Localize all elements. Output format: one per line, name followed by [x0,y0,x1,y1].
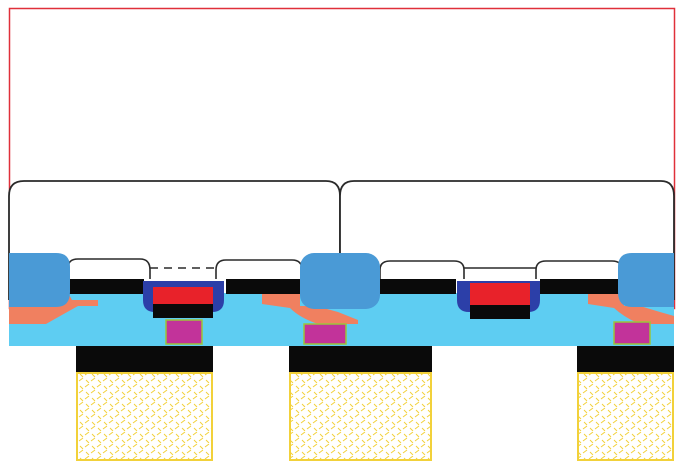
pad-middle [289,372,432,461]
black-layer-3 [380,278,456,294]
gate-left-red [153,287,213,304]
small-dome-3 [379,260,465,279]
contact-middle [303,323,347,345]
isolation-middle [300,253,380,309]
isolation-left [9,253,70,307]
small-dome-4 [535,260,623,279]
gate-left-base [153,304,213,318]
black-layer-4 [540,278,620,294]
black-layer-2 [226,278,302,294]
isolation-right [618,253,674,307]
small-dome-1 [67,258,151,279]
gate-right-red [470,283,530,305]
pad-right [577,372,674,461]
gate-right-base [470,305,530,319]
pad-left [76,372,213,461]
contact-right [613,321,651,345]
black-layer-1 [68,278,144,294]
contact-left [165,319,203,345]
pad-top-right [577,346,674,373]
salmon-layer-right [588,292,674,324]
small-dome-2 [215,259,303,279]
pad-top-left [76,346,213,373]
pad-top-middle [289,346,432,373]
